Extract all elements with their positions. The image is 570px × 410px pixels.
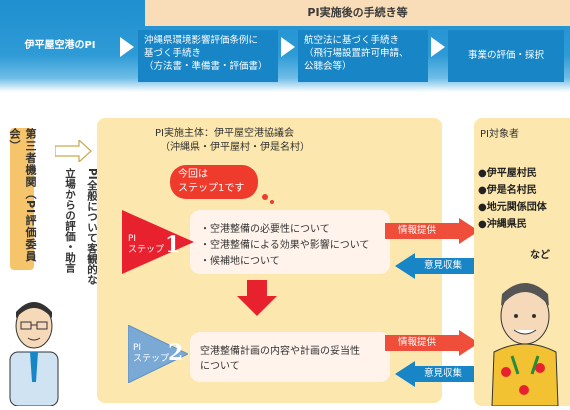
bubble-line: 今回は: [178, 169, 208, 180]
bubble-dot: [270, 200, 274, 204]
step-pi-label: PI: [133, 343, 142, 353]
step2-triangle: [127, 324, 190, 387]
flow-step-line: 沖縄県環境影響評価条例に: [144, 35, 259, 46]
flow-step-line: （飛行場設置許可申請、: [304, 48, 409, 59]
target-member: ●伊是名村民: [478, 185, 537, 196]
opinion-collect-1: 意見収集: [424, 260, 463, 271]
flow-step-aviation: 航空法に基づく手続き （飛行場設置許可申請、 公聴会等）: [298, 30, 428, 82]
third-party-desc-2: 立場からの評価・助言: [64, 168, 76, 273]
step-word-label: ステップ: [133, 354, 170, 364]
pi-title: 伊平屋空港のPI: [24, 40, 96, 51]
step1-number: 1: [165, 232, 181, 258]
targets-title: PI対象者: [480, 129, 519, 140]
current-step-bubble: 今回は ステップ1です: [170, 165, 258, 199]
opinion-collect-2: 意見収集: [424, 368, 463, 379]
third-party-desc-1: PI全般について客観的な: [86, 168, 98, 285]
step-pi-label: PI: [128, 234, 137, 244]
step1-box: [190, 210, 390, 274]
step2-line: 空港整備計画の内容や計画の妥当性: [200, 346, 360, 357]
flow-step-line: 事業の評価・採択: [467, 50, 544, 61]
info-arrow-2: [385, 330, 479, 360]
step-word-label: ステップ: [128, 245, 165, 255]
host-line2: （沖縄県・伊平屋村・伊是名村）: [160, 142, 310, 153]
post-pi-label: PI実施後の手続き等: [145, 0, 570, 26]
info-provide-1: 情報提供: [398, 225, 437, 236]
bubble-dot: [262, 194, 268, 200]
flow-step-env: 沖縄県環境影響評価条例に 基づく手続き （方法書・準備書・評価書）: [138, 30, 278, 82]
flow-step-line: 公聴会等）: [304, 61, 352, 72]
step1-items: ・空港整備の必要性について ・空港整備による効果や影響について ・候補地について: [200, 222, 369, 270]
flow-step-evaluation: 事業の評価・採択: [448, 30, 564, 82]
step1-item: ・候補地について: [200, 256, 280, 267]
info-arrow-1: [385, 218, 479, 248]
arrow-right-icon: [120, 37, 134, 57]
target-member: ●沖縄県民: [478, 219, 527, 230]
step2-label: PI ステップ: [133, 343, 169, 365]
step2-text: 空港整備計画の内容や計画の妥当性 について: [200, 344, 360, 374]
targets-list: ●伊平屋村民 ●伊是名村民 ●地元関係団体 ●沖縄県民: [478, 165, 547, 233]
host-line1: PI実施主体：伊平屋空港協議会: [155, 128, 294, 139]
bubble-line: ステップ1です: [178, 183, 245, 194]
arrow-right-icon: [281, 37, 295, 57]
arrow-right-icon: [431, 37, 445, 57]
target-member: ●伊平屋村民: [478, 168, 537, 179]
step1-label: PI ステップ: [128, 234, 164, 256]
opinion-arrow-2: [395, 361, 481, 391]
info-provide-2: 情報提供: [398, 337, 437, 348]
official-illustration: [4, 290, 64, 410]
step1-item: ・空港整備の必要性について: [200, 224, 330, 235]
step2-box: [190, 332, 390, 382]
flow-step-line: 基づく手続き: [144, 48, 202, 59]
opinion-arrow-1: [395, 253, 481, 283]
step1-triangle: [122, 210, 194, 278]
third-party-label: 第三者機関（PI評価委員会）: [8, 128, 37, 270]
down-arrow-icon: [237, 280, 277, 320]
targets-more: など: [530, 250, 550, 261]
step2-number: 2: [168, 340, 184, 366]
double-arrow-icon: [54, 138, 93, 166]
step1-item: ・空港整備による効果や影響について: [200, 240, 370, 251]
flow-step-line: 航空法に基づく手続き: [304, 35, 400, 46]
step2-line: について: [200, 361, 240, 372]
target-member: ●地元関係団体: [478, 202, 547, 213]
flow-step-line: （方法書・準備書・評価書）: [144, 61, 268, 72]
resident-illustration: [488, 272, 562, 410]
